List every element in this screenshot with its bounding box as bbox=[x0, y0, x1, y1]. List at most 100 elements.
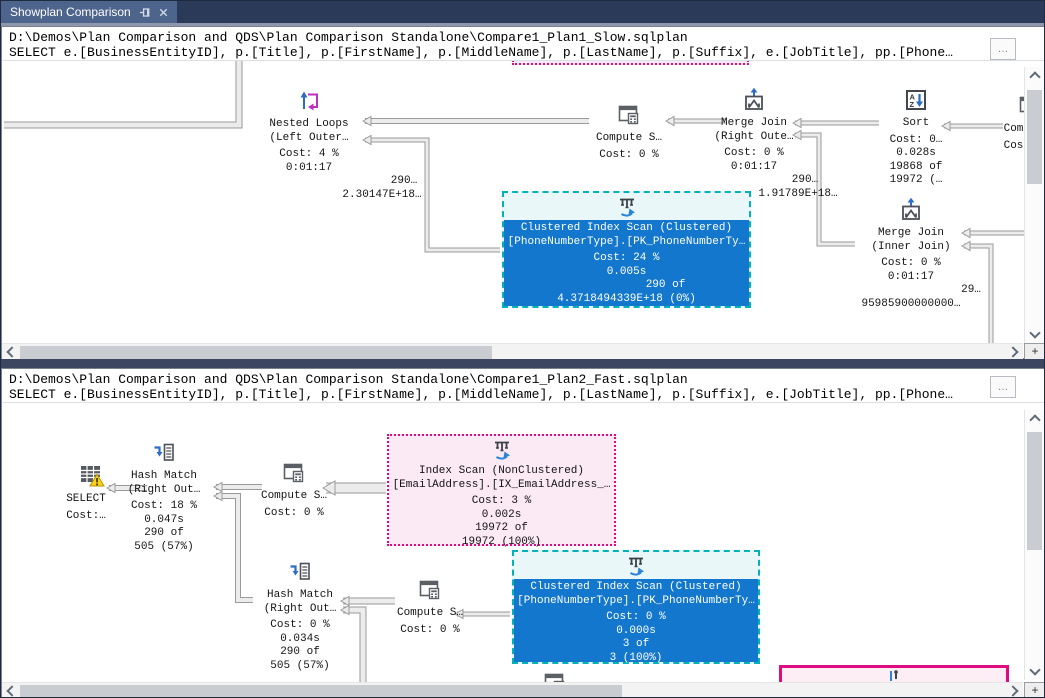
node-stat-line: 290 of bbox=[645, 279, 686, 291]
zoom-plus-button[interactable]: + bbox=[1024, 682, 1044, 697]
horizontal-scrollbar-thumb[interactable] bbox=[20, 346, 492, 359]
node-stat-line: 0:01:17 bbox=[887, 270, 935, 283]
node-stat-line: 19972 (… bbox=[889, 174, 943, 186]
changed-node-fragment[interactable] bbox=[512, 61, 749, 65]
node-stat-line: 2.30147E+18… bbox=[342, 188, 422, 201]
node-stat-line: Cost: 24 % bbox=[593, 252, 660, 264]
node-stat-line: Compute S… bbox=[260, 490, 327, 502]
node-stat-line: SELECT bbox=[66, 493, 106, 505]
node-stat-line: (Right Out… bbox=[263, 602, 337, 615]
node-stat-line: 505 (57%) bbox=[134, 540, 194, 553]
vertical-scrollbar-thumb[interactable] bbox=[1027, 90, 1042, 184]
node-stat-line: Cost: 0 % bbox=[606, 611, 666, 623]
scroll-right-arrow[interactable] bbox=[1006, 683, 1023, 697]
node-stat-line: 290 of bbox=[280, 646, 320, 658]
nested-loops-icon bbox=[295, 88, 323, 116]
node-stat-line: 1.91789E+18… bbox=[758, 187, 838, 200]
chevron-up-icon bbox=[1028, 414, 1041, 426]
node-stat-line: [EmailAddress].[IX_EmailAddress_… bbox=[392, 478, 611, 491]
node-compute-scalar[interactable]: Compute S…Cost: 0 % bbox=[504, 102, 754, 162]
node-stat-line: Compute S… bbox=[396, 607, 463, 619]
svg-text:Z: Z bbox=[910, 100, 915, 109]
node-index-scan-changed[interactable]: Index Scan (NonClustered)[EmailAddress].… bbox=[387, 434, 616, 548]
scroll-up-arrow[interactable] bbox=[1025, 67, 1044, 83]
node-stat-line: Clustered Index Scan (Clustered) bbox=[520, 222, 733, 234]
node-stat-line: Cost: 0 % bbox=[400, 623, 460, 636]
node-stat-line: Index Scan (NonClustered) bbox=[418, 465, 585, 477]
node-stat-line: (Right Oute… bbox=[714, 130, 794, 143]
chevron-left-icon bbox=[6, 346, 18, 358]
node-stat-line: Cost: 3 % bbox=[471, 495, 532, 507]
node-stat-line: (Right Out… bbox=[127, 483, 201, 496]
plan-pane-fast: D:\Demos\Plan Comparison and QDS\Plan Co… bbox=[1, 368, 1044, 697]
node-stat-line: (Left Outer… bbox=[269, 131, 349, 144]
node-stat-line: Cost: 4 % bbox=[279, 148, 339, 160]
node-compute-scalar-clipped[interactable] bbox=[430, 670, 680, 682]
node-compute-scalar-1[interactable]: Compute S…Cost: 0 % bbox=[169, 460, 419, 520]
horizontal-scrollbar-thumb[interactable] bbox=[20, 685, 622, 697]
scroll-down-arrow[interactable] bbox=[1025, 664, 1044, 680]
index-scan-icon bbox=[629, 557, 644, 576]
scroll-left-arrow[interactable] bbox=[2, 344, 19, 360]
compute-scalar-icon bbox=[615, 102, 643, 130]
horizontal-scrollbar[interactable] bbox=[2, 682, 1023, 697]
zoom-plus-button[interactable]: + bbox=[1024, 343, 1044, 360]
node-stat-line: Merge Join bbox=[720, 117, 787, 129]
close-icon[interactable] bbox=[158, 7, 169, 18]
expand-query-button[interactable]: … bbox=[990, 38, 1016, 60]
scroll-left-arrow[interactable] bbox=[2, 683, 19, 697]
pin-icon[interactable] bbox=[138, 6, 151, 19]
compute-scalar-icon bbox=[541, 670, 569, 682]
horizontal-scrollbar[interactable] bbox=[2, 343, 1023, 360]
vertical-scrollbar[interactable] bbox=[1024, 410, 1044, 680]
scroll-right-arrow[interactable] bbox=[1006, 344, 1023, 360]
plan-query-text: SELECT e.[BusinessEntityID], p.[Title], … bbox=[9, 387, 953, 402]
node-highlight-solid-clipped[interactable] bbox=[779, 665, 1009, 682]
chevron-left-icon bbox=[6, 685, 18, 697]
node-compute-scalar-2[interactable]: Compute S… Cost: 0 % bbox=[305, 577, 555, 637]
node-stat-line: Hash Match bbox=[266, 589, 333, 601]
pane-splitter[interactable] bbox=[1, 359, 1044, 368]
node-stat-line: Compute S… bbox=[595, 132, 662, 144]
node-stat-line: Cost: 0 % bbox=[270, 619, 330, 631]
tab-label: Showplan Comparison bbox=[10, 5, 131, 19]
chevron-right-icon bbox=[1007, 685, 1019, 697]
plan-pane-slow: D:\Demos\Plan Comparison and QDS\Plan Co… bbox=[1, 26, 1044, 360]
tab-strip: Showplan Comparison bbox=[1, 1, 1044, 23]
node-stat-line: Cost: 0… bbox=[889, 133, 943, 146]
node-stat-line: 0.047s bbox=[144, 513, 184, 526]
tab-showplan-comparison[interactable]: Showplan Comparison bbox=[1, 1, 177, 23]
node-stat-line: 505 (57%) bbox=[270, 659, 330, 672]
merge-join-icon bbox=[897, 197, 925, 225]
node-clustered-index-scan-selected-2[interactable]: Clustered Index Scan (Clustered)[PhoneNu… bbox=[512, 550, 760, 664]
hash-match-icon bbox=[150, 440, 178, 468]
node-stat-line: Nested Loops bbox=[269, 118, 349, 130]
expand-query-button[interactable]: … bbox=[990, 376, 1016, 398]
node-stat-line: Hash Match bbox=[130, 470, 197, 482]
vertical-scrollbar[interactable] bbox=[1024, 67, 1044, 343]
node-clustered-index-scan-selected[interactable]: Clustered Index Scan (Clustered)[PhoneNu… bbox=[502, 191, 751, 308]
node-stat-line: 29… bbox=[961, 284, 981, 296]
pin-partial-icon bbox=[890, 670, 898, 681]
scroll-up-arrow[interactable] bbox=[1025, 410, 1044, 426]
node-stat-line: 0:01:17 bbox=[730, 160, 778, 173]
index-scan-icon bbox=[619, 198, 635, 217]
node-stat-line: 290 of bbox=[144, 527, 184, 539]
node-nested-loops[interactable]: Nested Loops(Left Outer…Cost: 4 %0:01:17… bbox=[184, 88, 434, 202]
plan-connectors bbox=[105, 480, 510, 682]
scroll-down-arrow[interactable] bbox=[1025, 327, 1044, 343]
vertical-scrollbar-thumb[interactable] bbox=[1027, 432, 1042, 550]
plan-query-text: SELECT e.[BusinessEntityID], p.[Title], … bbox=[9, 45, 953, 60]
node-stat-line: Cost: 18 % bbox=[130, 500, 197, 512]
node-stat-line: [PhoneNumberType].[PK_PhoneNumberTy… bbox=[517, 594, 755, 607]
node-stat-line: Clustered Index Scan (Clustered) bbox=[530, 581, 742, 593]
